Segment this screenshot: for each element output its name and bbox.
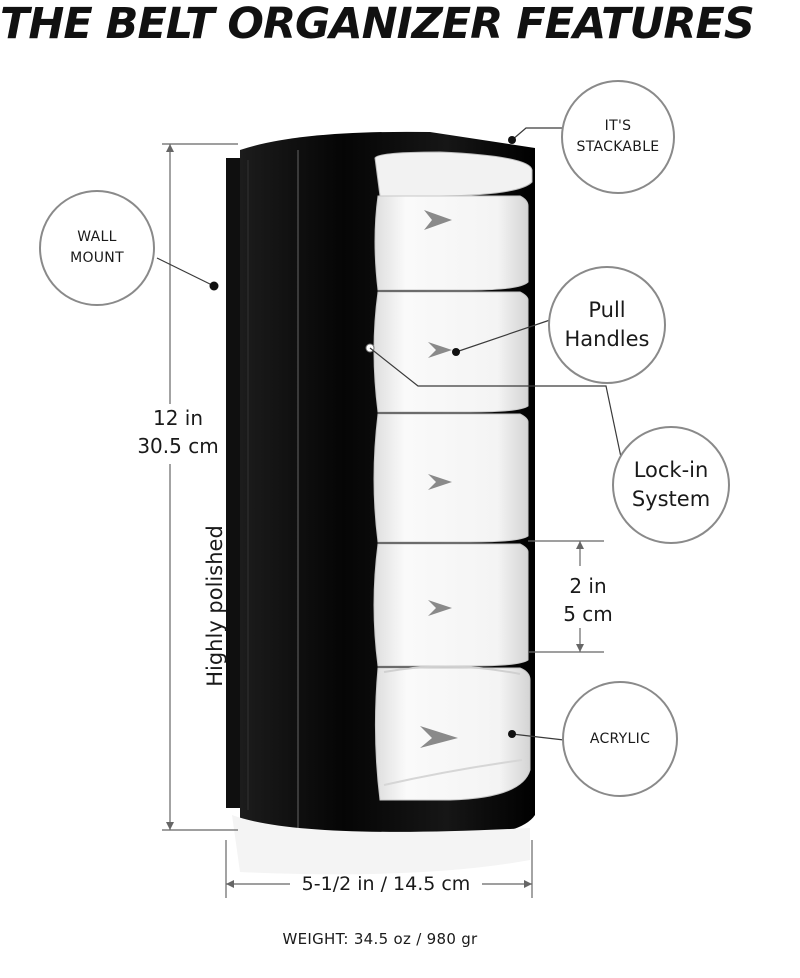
callout-lock-in-system: Lock-in System (612, 426, 730, 544)
callout-acrylic: ACRYLIC (562, 681, 678, 797)
callout-pull-handles-line2: Handles (564, 327, 650, 351)
callout-stackable-line1: IT'S (604, 118, 632, 134)
drawer-cm: 5 cm (563, 602, 613, 626)
callout-wall-mount-line1: WALL (77, 229, 117, 245)
callout-lock-in-line2: System (631, 487, 711, 511)
callout-lock-in-line1: Lock-in (633, 458, 709, 482)
leader-dots (209, 136, 516, 738)
callout-pull-handles-line1: Pull (588, 298, 626, 322)
callout-pull-handles: Pull Handles (548, 266, 666, 384)
top-lid (374, 151, 533, 197)
drawer-stack (373, 195, 531, 801)
callout-stackable-line2: STACKABLE (576, 139, 660, 155)
callout-acrylic-label: ACRYLIC (589, 730, 651, 747)
callout-stackable: IT'S STACKABLE (561, 80, 675, 194)
callout-wall-mount-line2: MOUNT (70, 250, 124, 266)
finish-label: Highly polished (203, 525, 227, 687)
callout-wall-mount: WALL MOUNT (39, 190, 155, 306)
drawer-dimension-label: 2 in 5 cm (548, 572, 628, 628)
height-inches: 12 in (152, 406, 204, 430)
weight-label: WEIGHT: 34.5 oz / 980 gr (282, 930, 478, 948)
page-title: THE BELT ORGANIZER FEATURES (0, 0, 755, 49)
dimension-arrows (166, 144, 584, 888)
drawer-inches: 2 in (569, 574, 607, 598)
leader-lines (156, 127, 623, 741)
height-dimension-label: 12 in 30.5 cm (120, 404, 236, 460)
height-cm: 30.5 cm (137, 434, 219, 458)
pull-handles (420, 210, 458, 748)
width-dimension-label: 5-1/2 in / 14.5 cm (301, 873, 471, 895)
